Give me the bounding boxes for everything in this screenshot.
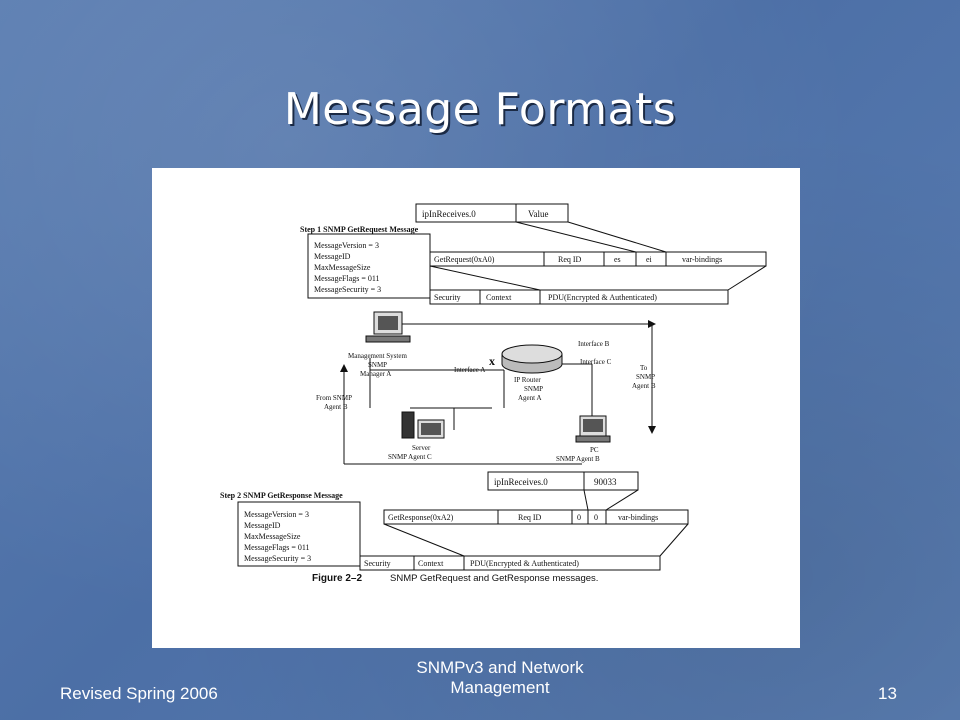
pc-label-2: SNMP Agent B [556,455,600,463]
snmp-message-figure: x ipInReceives.0 Value Step 1 SNMP GetRe… [152,168,800,648]
step2-field-4: MessageFlags = 011 [244,543,310,552]
from-agent-label-1: From SNMP [316,394,352,402]
step2-field-5: MessageSecurity = 3 [244,554,311,563]
step1-field-1: MessageVersion = 3 [314,241,379,250]
pc-icon [575,415,611,443]
step2-security: Security [364,559,391,568]
step1-pdu-encrypted: PDU(Encrypted & Authenticated) [548,293,657,302]
slide-title: Message Formats [283,84,677,135]
step2-varbind-name: ipInReceives.0 [494,477,548,487]
mgmt-label-3: Manager A [360,370,391,378]
to-agent-label-1: To [640,364,648,372]
step1-field-3: MaxMessageSize [314,263,371,272]
step2-field-2: MessageID [244,521,281,530]
step2-field-1: MessageVersion = 3 [244,510,309,519]
step1-field-5: MessageSecurity = 3 [314,285,381,294]
step1-pdu-es: es [614,255,621,264]
step1-varbind-name: ipInReceives.0 [422,209,476,219]
step1-pdu-reqid: Req ID [558,255,582,264]
router-label-1: IP Router [514,376,541,384]
to-agent-label-2: SNMP [636,373,655,381]
step2-title: Step 2 SNMP GetResponse Message [220,491,343,500]
step1-field-2: MessageID [314,252,351,261]
step2-field-3: MaxMessageSize [244,532,301,541]
footer-course-title: SNMPv3 and Network Management [380,658,620,698]
step1-security: Security [434,293,461,302]
router-label-2: SNMP [524,385,543,393]
figure-caption-number: Figure 2–2 [312,573,362,584]
interface-b-label: Interface B [578,340,610,348]
figure-caption-text: SNMP GetRequest and GetResponse messages… [390,573,598,584]
step2-pdu-reqid: Req ID [518,513,542,522]
workstation-icon [365,311,411,343]
server-label-2: SNMP Agent C [388,453,432,461]
router-icon [501,344,563,374]
pc-label-1: PC [590,446,599,454]
interface-c-label: Interface C [580,358,612,366]
step2-varbind-value: 90033 [594,477,617,487]
step1-field-4: MessageFlags = 011 [314,274,380,283]
footer-course-line-1: SNMPv3 and Network [416,658,584,677]
step2-pdu-encrypted: PDU(Encrypted & Authenticated) [470,559,579,568]
to-agent-label-3: Agent B [632,382,656,390]
step2-pdu-type: GetResponse(0xA2) [388,513,454,522]
interface-a-label: Interface A [454,366,485,374]
step1-title: Step 1 SNMP GetRequest Message [300,225,419,234]
figure-diagram: x ipInReceives.0 Value Step 1 SNMP GetRe… [220,203,767,584]
mgmt-label-1: Management System [348,352,407,360]
step1-varbind-value: Value [528,209,549,219]
from-agent-label-2: Agent B [324,403,348,411]
footer-date: Revised Spring 2006 [60,684,218,703]
x-mark: x [489,354,495,368]
router-label-3: Agent A [518,394,542,402]
step1-pdu-type: GetRequest(0xA0) [434,255,495,264]
step2-context: Context [418,559,444,568]
step2-pdu-varbindings: var-bindings [618,513,658,522]
page-number: 13 [878,684,897,703]
footer-course-line-2: Management [450,678,550,697]
step1-pdu-ei: ei [646,255,653,264]
step2-pdu-es: 0 [577,513,581,522]
step1-context: Context [486,293,512,302]
step2-pdu-ei: 0 [594,513,598,522]
server-label-1: Server [412,444,431,452]
step1-pdu-varbindings: var-bindings [682,255,722,264]
server-icon [401,411,445,439]
mgmt-label-2: SNMP [368,361,387,369]
